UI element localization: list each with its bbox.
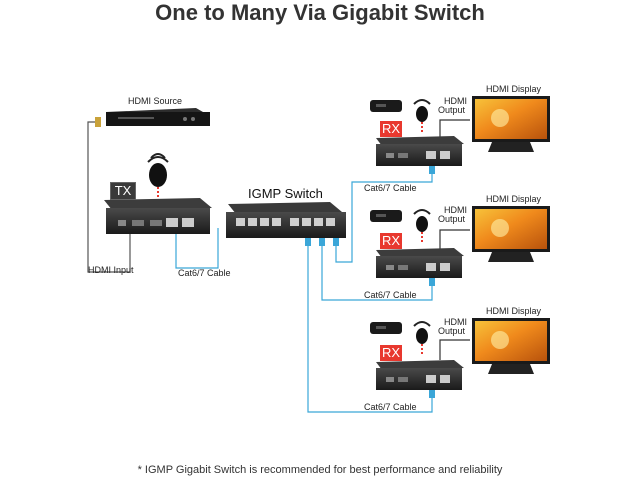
rx2-hdmi-out [439, 229, 470, 250]
rx1-remote-icon [370, 100, 402, 112]
rx1-cable-label: Cat6/7 Cable [364, 183, 417, 193]
footnote: * IGMP Gigabit Switch is recommended for… [137, 464, 503, 476]
rx3-group [370, 318, 550, 398]
cable-lines [87, 119, 470, 413]
rx1-group [370, 96, 550, 174]
hdmi-source-label: HDMI Source [128, 96, 183, 106]
tx-cable-label: Cat6/7 Cable [178, 268, 231, 278]
rx1-hdmi-out [439, 119, 470, 138]
hdmi-plug-source [95, 117, 101, 127]
tx-device [104, 198, 212, 234]
hdmi-source-device [106, 108, 210, 126]
rx1-ir-icon [413, 99, 431, 134]
rx2-remote-icon [370, 210, 402, 222]
rx3-display-label: HDMI Display [486, 306, 542, 316]
rx3-output-label: Output [438, 326, 466, 336]
rx3-display [472, 318, 550, 374]
rx2-group [370, 206, 550, 286]
hdmi-input-cable [87, 121, 131, 273]
rx1-device [376, 136, 464, 166]
hdmi-input-label: HDMI Input [88, 265, 134, 275]
rx1-output-label: Output [438, 105, 466, 115]
rx3-hdmi-label: HDMI [444, 317, 467, 327]
rx3-cable-plug [429, 390, 435, 398]
rx2-output-label: Output [438, 214, 466, 224]
rx2-device [376, 248, 464, 278]
rx2-display-label: HDMI Display [486, 194, 542, 204]
rx3-cable-label: Cat6/7 Cable [364, 402, 417, 412]
igmp-switch-device [226, 202, 346, 246]
tx-tag: TX [110, 182, 136, 200]
rx1-display [472, 96, 550, 152]
rx2-cable-plug [429, 278, 435, 286]
rx3-device [376, 360, 464, 390]
igmp-switch-label: IGMP Switch [248, 186, 323, 201]
rx1-display-label: HDMI Display [486, 84, 542, 94]
rx3-tag: RX [380, 345, 402, 361]
rx2-ir-icon [413, 209, 431, 244]
rx1-cable [335, 170, 433, 263]
rx2-cable [321, 245, 433, 301]
rx2-tag: RX [380, 233, 402, 249]
tx-switch-cable [175, 228, 219, 269]
diagram-title: One to Many Via Gigabit Switch [155, 0, 485, 25]
rx3-remote-icon [370, 322, 402, 334]
rx1-hdmi-label: HDMI [444, 96, 467, 106]
rx3-hdmi-out [439, 339, 470, 360]
rx1-cable-plug [429, 166, 435, 174]
rx1-tag: RX [380, 121, 402, 137]
tx-ir-receiver [147, 153, 169, 200]
rx2-display [472, 206, 550, 262]
rx3-ir-icon [413, 321, 431, 356]
rx2-hdmi-label: HDMI [444, 205, 467, 215]
rx2-cable-label: Cat6/7 Cable [364, 290, 417, 300]
rx3-cable [307, 245, 433, 413]
